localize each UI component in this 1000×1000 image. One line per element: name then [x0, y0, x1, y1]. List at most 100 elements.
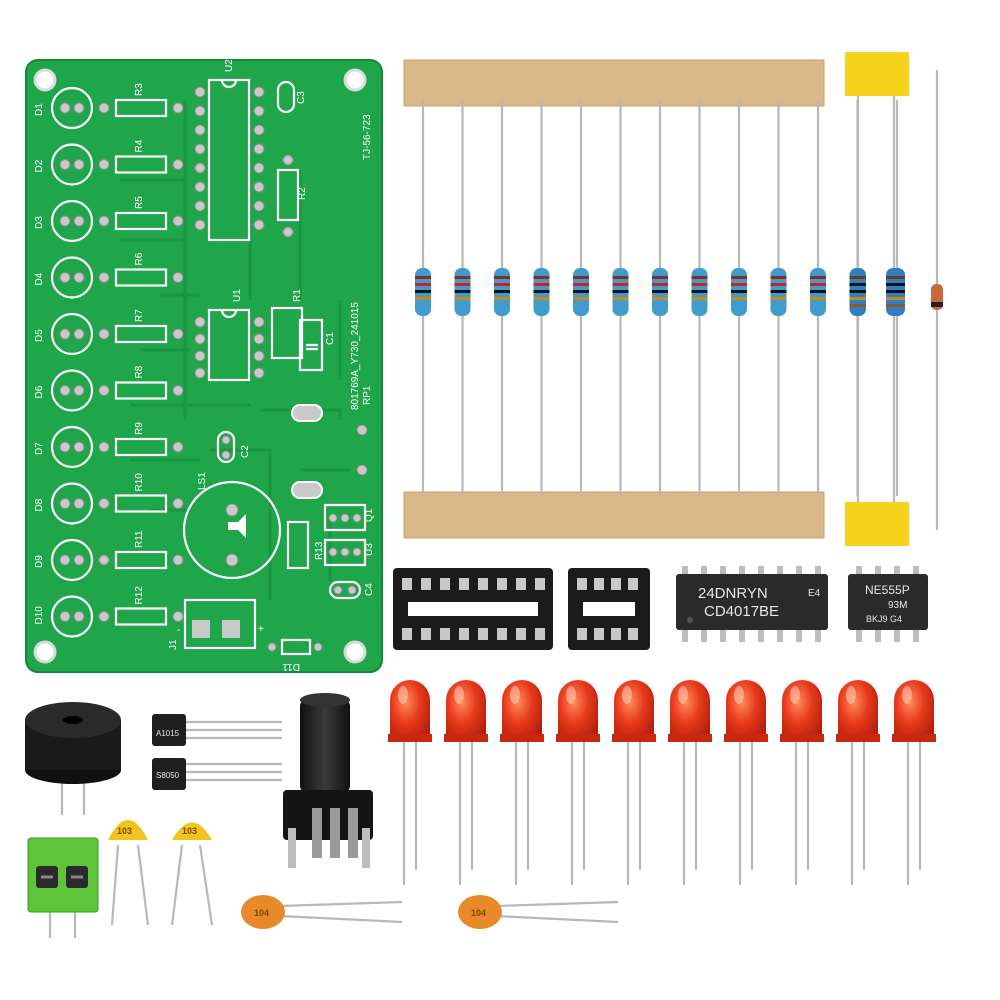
mount-hole	[343, 68, 367, 92]
led-label: D2	[34, 159, 45, 172]
mount-hole	[33, 640, 57, 664]
resistor	[810, 100, 826, 496]
ne555-line3: BKJ9 G4	[866, 614, 902, 624]
led-label: D9	[34, 555, 45, 568]
led	[388, 680, 432, 885]
disc-cap-2: 104	[458, 895, 619, 929]
r2-footprint	[276, 168, 300, 222]
resistor-label: R12	[134, 586, 145, 605]
resistor	[573, 100, 589, 496]
resistor-label: R10	[134, 473, 145, 492]
cd4017-line1: 24DNRYN	[698, 585, 768, 602]
transistor-bottom: S8050	[152, 758, 282, 790]
led-footprint-row: D9 R11	[34, 530, 184, 582]
c2-footprint	[216, 430, 236, 464]
u1-label: U1	[232, 289, 243, 302]
resistor-label: R9	[134, 422, 145, 435]
ceramic-cap-1-label: 103	[117, 826, 132, 836]
led-label: D7	[34, 442, 45, 455]
ceramic-cap-2-label: 103	[182, 826, 197, 836]
led-label: D1	[34, 103, 45, 116]
buzzer	[25, 702, 121, 815]
q1-footprint	[323, 503, 367, 532]
resistor	[415, 100, 431, 496]
c4-label: C4	[364, 583, 375, 596]
led-label: D10	[34, 606, 45, 625]
chip-ne555: NE555P 93M BKJ9 G4	[848, 566, 928, 642]
led-footprint-row: D5 R7	[34, 309, 184, 356]
resistor	[533, 100, 550, 496]
minus-label: -	[177, 625, 180, 636]
q1-label: Q1	[364, 508, 375, 522]
led	[892, 680, 936, 885]
resistor	[494, 100, 510, 496]
yellow-tab-strip	[845, 52, 909, 546]
r13-label: R13	[314, 541, 325, 560]
c3-label: C3	[296, 91, 307, 104]
led	[780, 680, 824, 885]
c1-label: C1	[325, 332, 336, 345]
disc-cap-1-label: 104	[254, 908, 269, 918]
transistor-top-label: A1015	[156, 729, 180, 738]
r1-footprint	[270, 306, 304, 360]
led	[444, 680, 488, 885]
led-label: D4	[34, 272, 45, 285]
led	[612, 680, 656, 885]
led	[500, 680, 544, 885]
led-row	[388, 680, 936, 885]
mount-hole	[343, 640, 367, 664]
disc-cap-2-label: 104	[471, 908, 486, 918]
j1-label: J1	[168, 639, 179, 650]
resistor-label: R6	[134, 252, 145, 265]
c1-footprint	[298, 318, 324, 372]
led	[668, 680, 712, 885]
led-label: D6	[34, 385, 45, 398]
mount-hole	[33, 68, 57, 92]
resistor	[612, 100, 629, 496]
ceramic-cap-2: 103	[170, 822, 214, 926]
led-footprint-row: D2 R4	[34, 139, 184, 186]
r2-label: R2	[297, 187, 308, 200]
resistor	[454, 100, 471, 496]
ceramic-cap-1: 103	[108, 820, 150, 926]
resistor	[731, 100, 747, 496]
board-label: 801769A_Y730_241015	[350, 302, 361, 410]
ls1-label: LS1	[197, 472, 208, 490]
cd4017-suffix: E4	[808, 588, 821, 599]
led-label: D3	[34, 216, 45, 229]
d11-label: D11	[282, 661, 300, 672]
led	[556, 680, 600, 885]
r13-footprint	[286, 520, 310, 570]
u3-label: U3	[364, 543, 375, 556]
resistor-label: R11	[134, 530, 145, 548]
ne555-line1: NE555P	[865, 583, 910, 597]
ic-socket-8	[568, 568, 650, 650]
led-footprint-row: D7 R9	[34, 422, 184, 469]
pcb-board: D1R3D2R4D3R5D4R6D5R7D6R8D7R9D8R10D9R11D1…	[25, 59, 383, 673]
resistor	[691, 100, 708, 496]
led-footprint-row: D4 R6	[34, 252, 184, 299]
r1-label: R1	[292, 289, 303, 302]
resistor-tape-strip	[403, 59, 905, 539]
disc-cap-1: 104	[241, 895, 403, 929]
resistor-label: R7	[134, 309, 145, 322]
led	[836, 680, 880, 885]
resistor-label: R4	[134, 139, 145, 152]
corner-code: TJ-56-723	[362, 114, 373, 160]
transistor-bottom-label: S8050	[156, 771, 180, 780]
potentiometer	[283, 693, 373, 868]
led-label: D5	[34, 329, 45, 342]
ne555-line2: 93M	[888, 600, 907, 611]
diode	[931, 70, 943, 530]
led-footprint-row: D10 R12	[34, 586, 184, 638]
u2-footprint: U2	[194, 59, 265, 242]
chip-cd4017: 24DNRYN E4 CD4017BE	[676, 566, 828, 642]
transistor-top: A1015	[152, 714, 282, 746]
plus-label: +	[258, 624, 264, 635]
resistor	[770, 100, 787, 496]
